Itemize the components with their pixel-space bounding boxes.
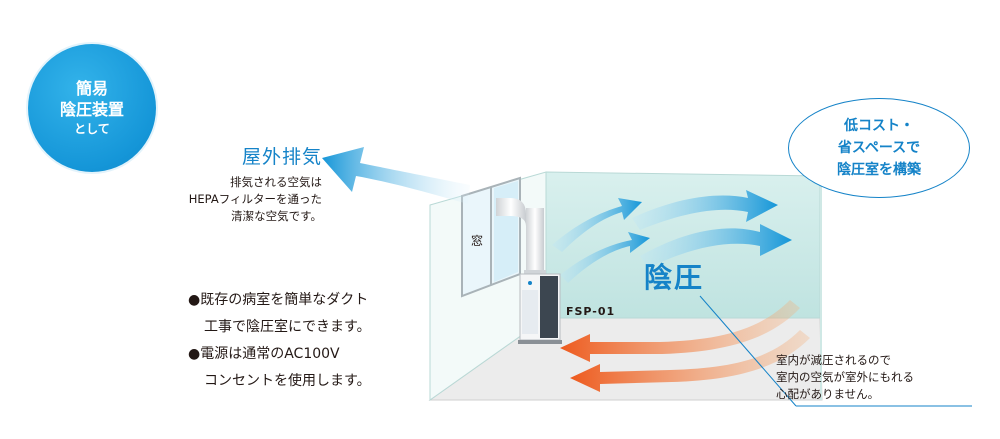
bullet-2-line-2: コンセントを使用します。 xyxy=(204,373,371,389)
bullet-1-line-1: ●既存の病室を簡単なダクト xyxy=(188,292,369,308)
exhaust-desc-line: 清潔な空気です。 xyxy=(231,209,322,223)
duct xyxy=(496,198,546,276)
negative-pressure-label: 陰圧 xyxy=(644,261,705,294)
badge-line-2: 陰圧装置 xyxy=(59,100,124,119)
note-line: 室内が減圧されるので xyxy=(776,353,891,367)
blue-airflow-arrows xyxy=(552,190,792,283)
right-wall-edge xyxy=(820,176,822,400)
callout-line-3: 陰圧室を構築 xyxy=(837,162,921,178)
note-pointer xyxy=(699,295,972,407)
badge-line-1: 簡易 xyxy=(75,79,108,98)
callout-line-2: 省スペースで xyxy=(837,140,921,156)
bullet-2-line-1: ●電源は通常のAC100V xyxy=(188,346,340,362)
exhaust-description: 排気される空気は HEPAフィルターを通った 清潔な空気です。 xyxy=(150,174,322,225)
feature-bullets: ●既存の病室を簡単なダクト 工事で陰圧室にできます。 ●電源は通常のAC100V… xyxy=(188,287,418,395)
exhaust-arrow xyxy=(322,147,470,204)
exhaust-title: 屋外排気 xyxy=(241,146,322,168)
exhaust-desc-line: 排気される空気は xyxy=(230,175,322,189)
bullet-1-line-2: 工事で陰圧室にできます。 xyxy=(204,319,371,335)
window-label: 窓 xyxy=(471,234,484,248)
badge-simple-negative-pressure: 簡易 陰圧装置 として xyxy=(28,44,156,172)
note-line: 室内の空気が室外にもれる xyxy=(776,370,914,384)
pressure-note: 室内が減圧されるので 室内の空気が室外にもれる 心配がありません。 xyxy=(776,352,976,403)
note-line: 心配がありません。 xyxy=(776,387,880,401)
model-label: FSP-01 xyxy=(566,305,616,318)
orange-airflow-arrows xyxy=(560,300,810,392)
badge-line-3: として xyxy=(74,122,110,136)
callout-line-1: 低コスト・ xyxy=(844,118,914,134)
exhaust-desc-line: HEPAフィルターを通った xyxy=(188,192,322,206)
low-cost-callout: 低コスト・ 省スペースで 陰圧室を構築 xyxy=(788,98,970,198)
device-unit xyxy=(518,273,562,344)
